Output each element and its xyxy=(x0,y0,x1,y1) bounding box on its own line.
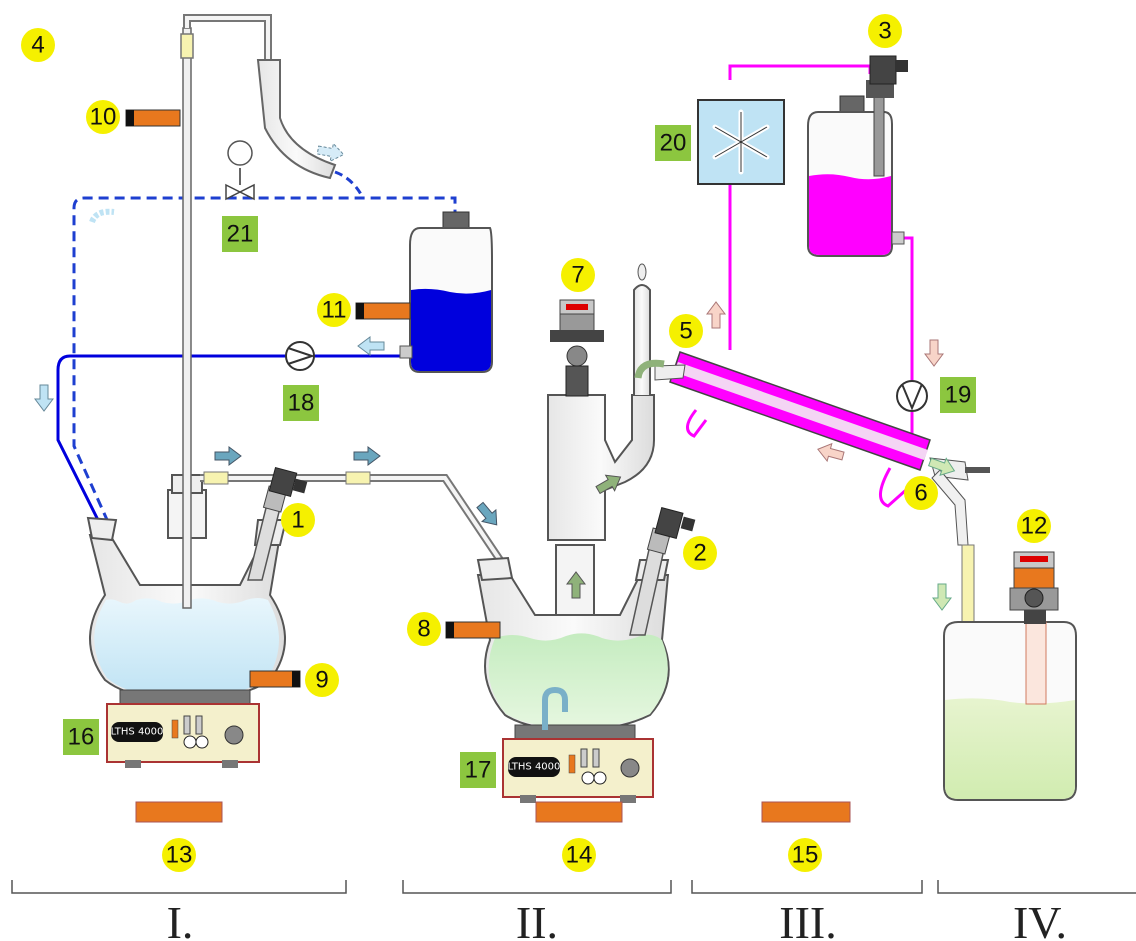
dashed-vapor-line xyxy=(74,198,455,522)
marker-12: 12 xyxy=(1021,513,1048,540)
marker-8: 8 xyxy=(417,616,430,643)
reservoir-magenta xyxy=(808,56,908,256)
marker-5: 5 xyxy=(679,318,692,345)
section-IV: IV. xyxy=(1013,897,1067,941)
marker-6: 6 xyxy=(914,480,927,507)
balance-14 xyxy=(536,802,622,822)
stirrer-display-I: LTHS 4000 xyxy=(111,727,164,738)
dashed-outlet-line xyxy=(335,172,362,196)
valve-icon xyxy=(226,141,254,199)
section-I: I. xyxy=(167,897,194,941)
section-II: II. xyxy=(516,897,558,941)
riser-tube xyxy=(183,28,191,608)
marker-17: 17 xyxy=(465,757,492,784)
marker-10: 10 xyxy=(90,104,117,131)
blue-feed-line xyxy=(58,356,404,520)
marker-16: 16 xyxy=(68,724,95,751)
pressure-gauge-12 xyxy=(1010,552,1058,624)
reservoir-blue xyxy=(400,212,492,372)
marker-11: 11 xyxy=(322,297,347,324)
marker-9: 9 xyxy=(315,667,328,694)
section-III: III. xyxy=(779,897,836,941)
chiller-unit xyxy=(698,100,784,184)
bent-outlet xyxy=(258,60,335,178)
pump-icon xyxy=(897,381,927,411)
balance-15 xyxy=(762,802,850,822)
marker-7: 7 xyxy=(571,262,584,289)
section-brackets xyxy=(12,880,1136,893)
marker-1: 1 xyxy=(291,507,304,534)
marker-4: 4 xyxy=(31,32,44,59)
marker-14: 14 xyxy=(566,842,593,869)
flask-II xyxy=(478,545,669,730)
marker-21: 21 xyxy=(227,221,254,248)
marker-3: 3 xyxy=(878,18,891,45)
balance-13 xyxy=(136,802,222,822)
marker-18: 18 xyxy=(288,390,315,417)
receiver-flask xyxy=(944,622,1076,800)
pressure-gauge-7 xyxy=(550,300,604,396)
marker-13: 13 xyxy=(166,842,193,869)
marker-2: 2 xyxy=(693,540,706,567)
marker-15: 15 xyxy=(792,842,819,869)
marker-19: 19 xyxy=(945,382,972,409)
pump-icon xyxy=(286,342,314,370)
stirrer-display-II: LTHS 4000 xyxy=(508,762,561,773)
marker-20: 20 xyxy=(660,130,687,157)
